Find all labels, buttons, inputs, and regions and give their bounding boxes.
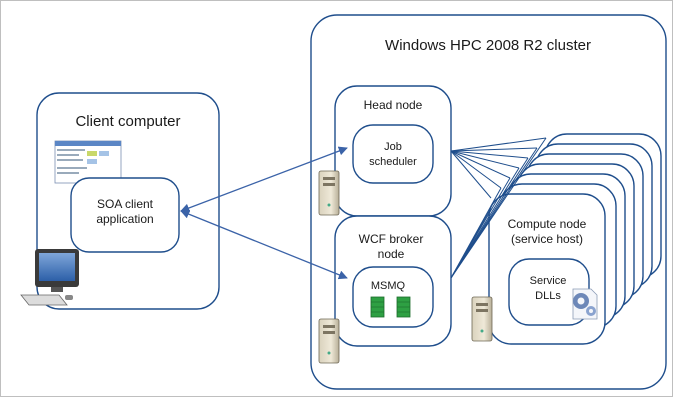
- gear-document-icon: [572, 288, 598, 320]
- cluster-title: Windows HPC 2008 R2 cluster: [385, 37, 591, 54]
- client-title: Client computer: [75, 113, 180, 130]
- service-dlls-line2: DLLs: [535, 290, 561, 302]
- server-tower-icon: [318, 170, 340, 216]
- msmq-box: [352, 266, 434, 328]
- broker-title-line2: node: [378, 247, 405, 261]
- service-dlls-line1: Service: [530, 275, 567, 287]
- soa-app-label-line1: SOA client: [97, 197, 154, 211]
- soa-app-label-line2: application: [96, 212, 153, 226]
- spreadsheet-icon: [54, 140, 122, 184]
- compute-node-title-line2: (service host): [511, 232, 583, 246]
- msmq-label: MSMQ: [371, 280, 406, 292]
- server-tower-icon: [471, 296, 493, 342]
- arrow-client-to-broker: [180, 209, 348, 280]
- arrow-client-to-head: [180, 146, 348, 213]
- job-scheduler-box: [352, 124, 434, 184]
- desktop-computer-icon: [20, 249, 79, 306]
- job-scheduler-line1: Job: [384, 141, 402, 153]
- broker-title-line1: WCF broker: [359, 232, 424, 246]
- job-scheduler-line2: scheduler: [369, 156, 417, 168]
- soa-client-app-box: [70, 177, 180, 253]
- connection-lines: [450, 137, 547, 279]
- message-queue-icon: [370, 296, 411, 318]
- server-tower-icon: [318, 318, 340, 364]
- head-node-title: Head node: [364, 98, 423, 112]
- compute-node-title-line1: Compute node: [508, 217, 587, 231]
